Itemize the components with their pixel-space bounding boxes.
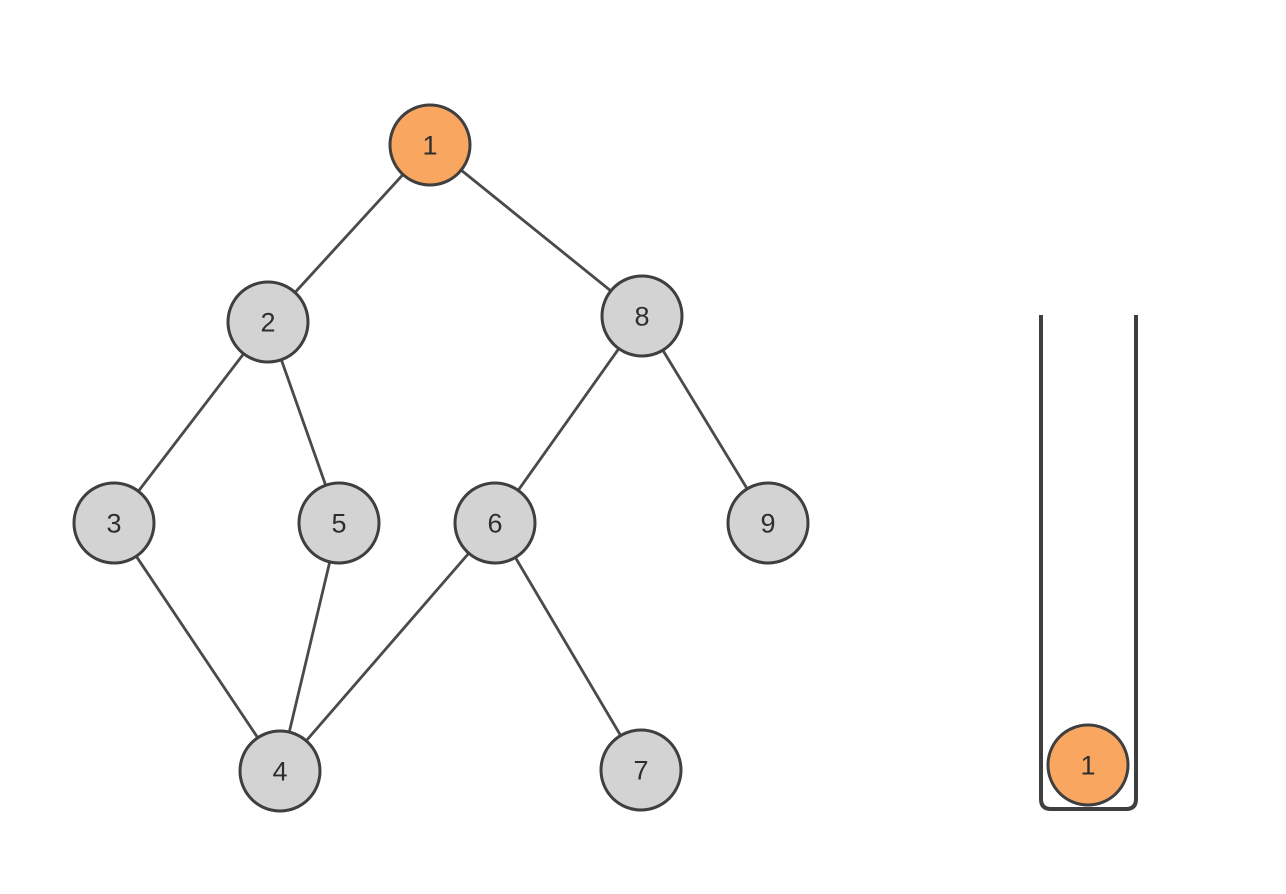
edge-8-6 (493, 315, 644, 524)
node-circle-9 (726, 481, 810, 565)
stack-item-circle-1 (1046, 723, 1130, 807)
edge-5-4 (278, 522, 341, 772)
graph-node-7: 7 (599, 728, 683, 812)
edge-1-8 (429, 143, 643, 318)
graph-node-5: 5 (297, 481, 381, 565)
node-label-9: 9 (760, 508, 775, 538)
graph-node-3: 3 (72, 481, 156, 565)
graph-node-4: 4 (238, 729, 322, 813)
edge-6-7 (493, 522, 643, 771)
graph-node-1: 1 (388, 103, 472, 187)
node-circle-2 (226, 280, 310, 364)
stack-item-label-1: 1 (1080, 750, 1095, 780)
node-label-7: 7 (633, 755, 648, 785)
graph-node-6: 6 (453, 481, 537, 565)
node-circle-4 (238, 729, 322, 813)
node-label-3: 3 (106, 508, 121, 538)
node-label-1: 1 (422, 130, 437, 160)
node-circle-6 (453, 481, 537, 565)
node-label-4: 4 (272, 756, 287, 786)
graph-node-2: 2 (226, 280, 310, 364)
node-circle-7 (599, 728, 683, 812)
edge-3-4 (112, 522, 282, 772)
stack-container (1039, 315, 1138, 811)
node-circle-8 (600, 274, 684, 358)
highlighted-node-circle-1 (388, 103, 472, 187)
graph-node-9: 9 (726, 481, 810, 565)
node-label-6: 6 (487, 508, 502, 538)
node-circle-3 (72, 481, 156, 565)
edge-2-3 (112, 321, 270, 524)
node-label-8: 8 (634, 301, 649, 331)
edge-6-4 (278, 522, 497, 772)
stack-item-1: 1 (1046, 723, 1130, 807)
node-label-2: 2 (260, 307, 275, 337)
node-label-5: 5 (331, 508, 346, 538)
node-circle-5 (297, 481, 381, 565)
graph-node-8: 8 (600, 274, 684, 358)
